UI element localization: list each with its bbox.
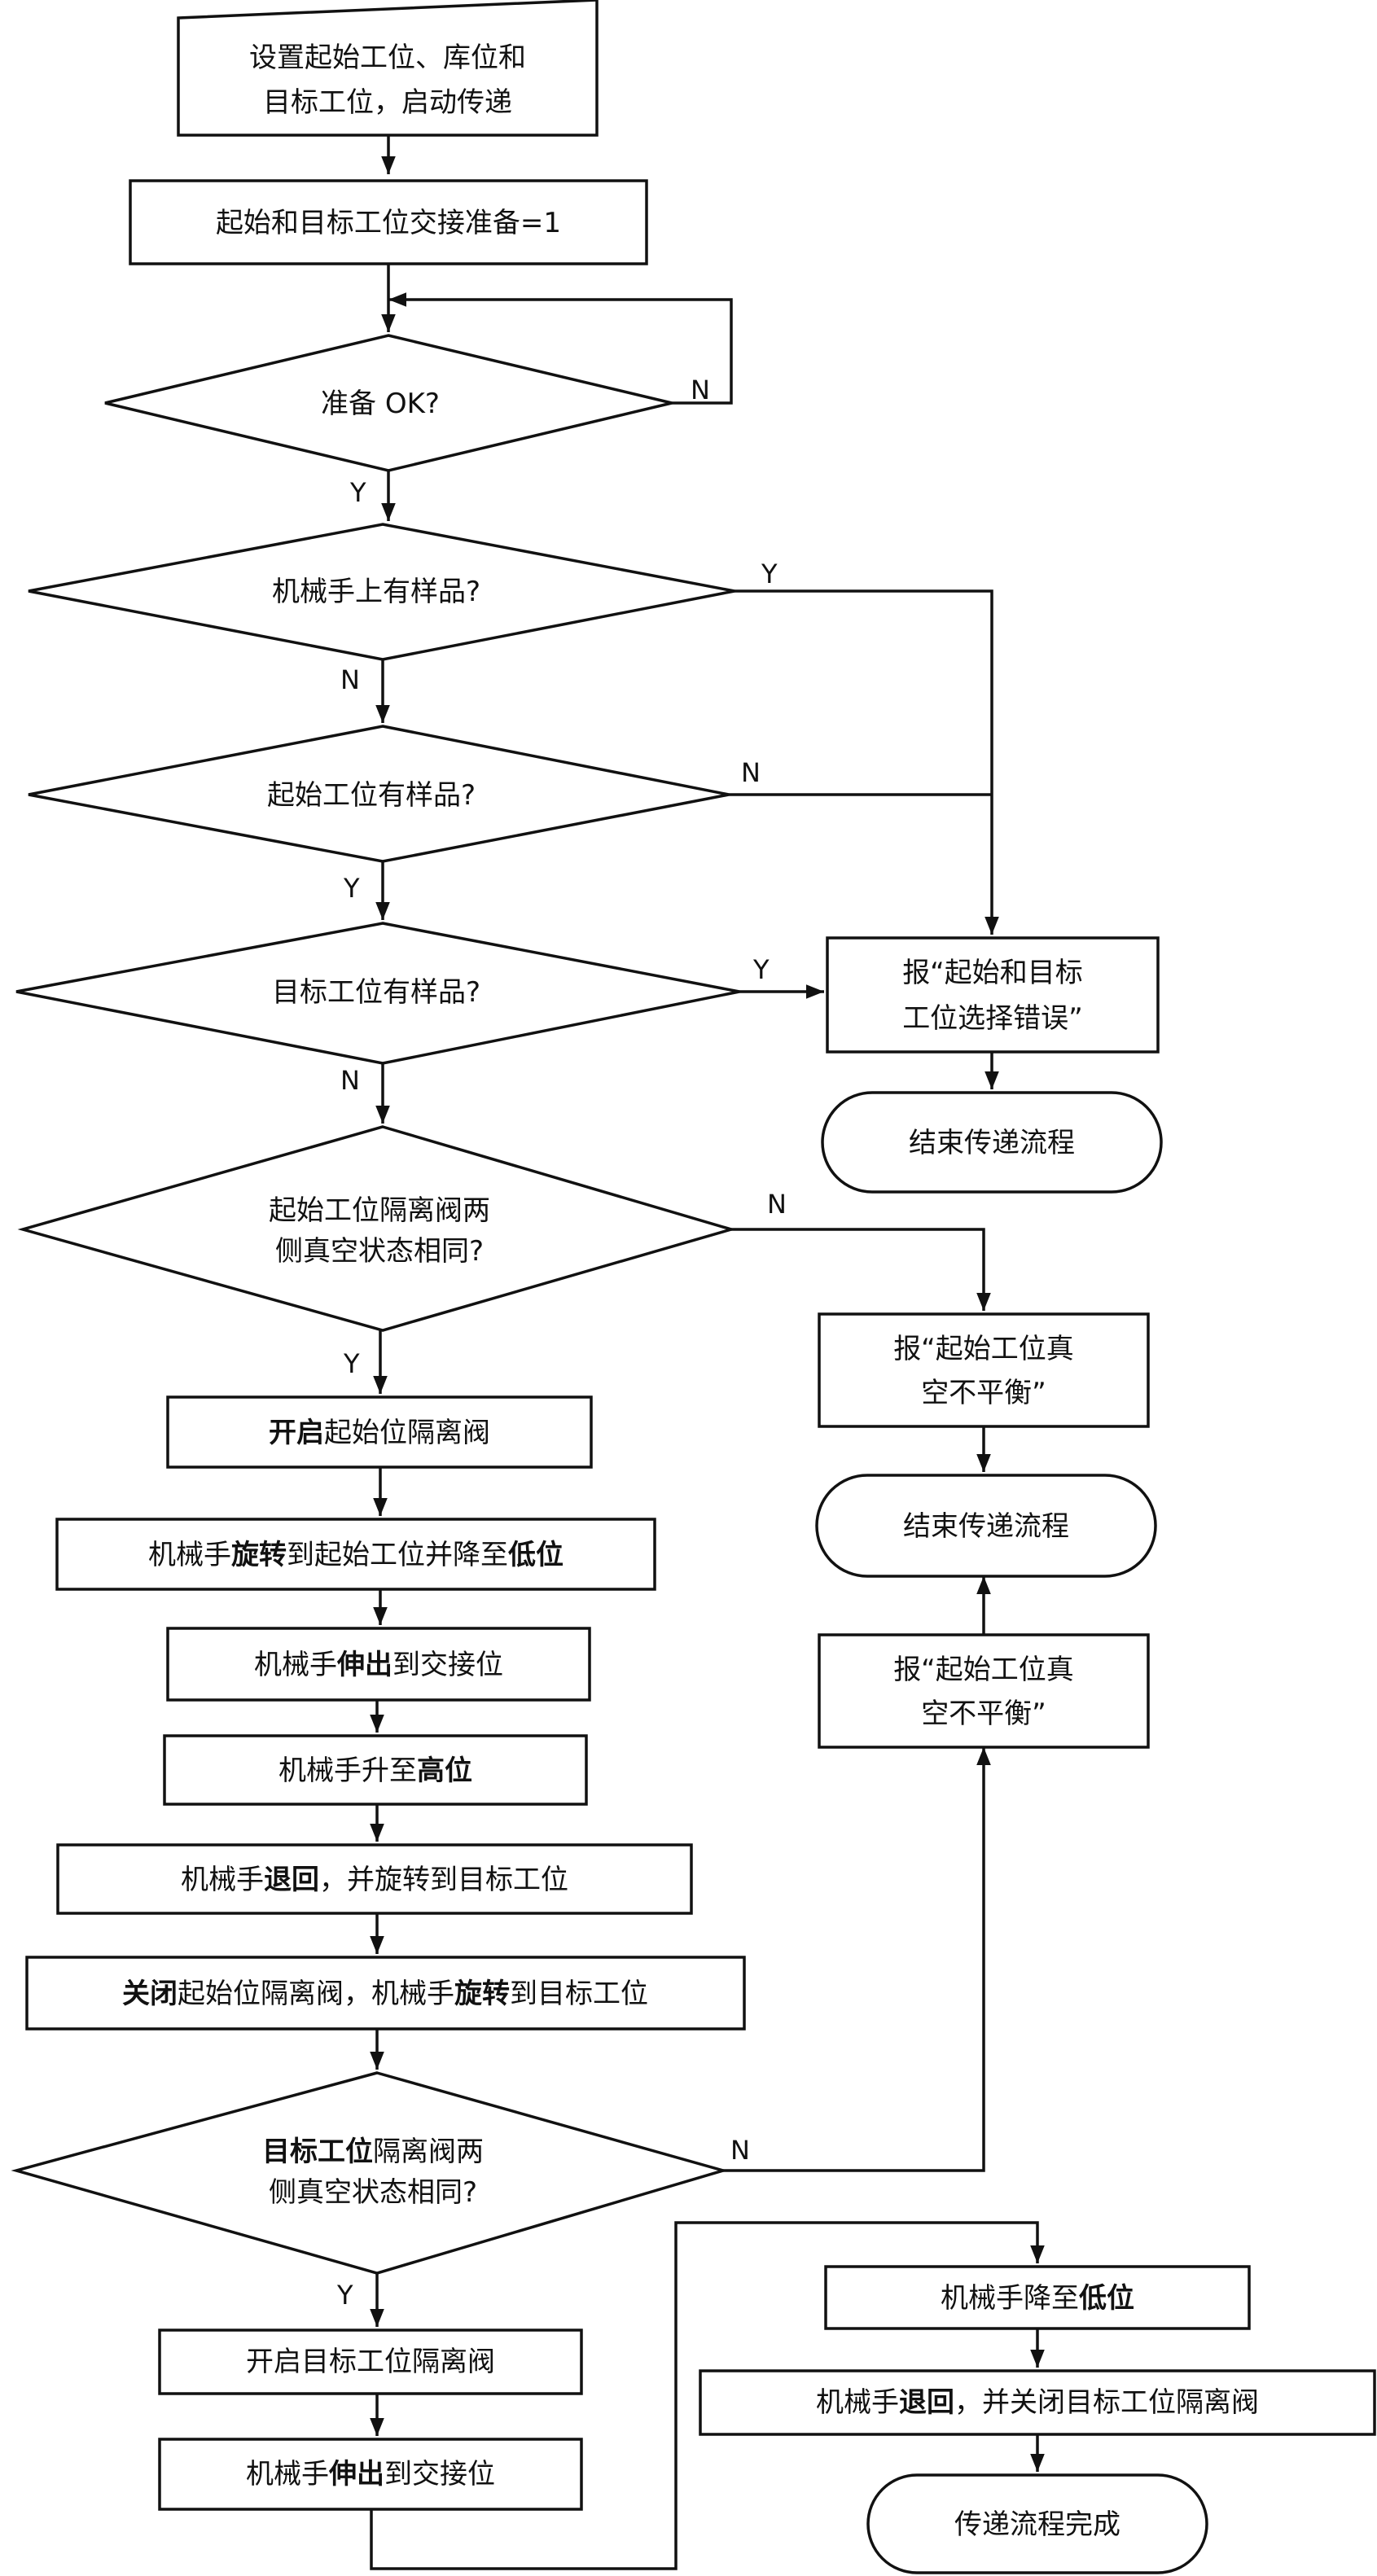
report-select-error-line2: 工位选择错误” [902, 1002, 1083, 1035]
lift-high-text: 机械手升至高位 [278, 1755, 472, 1787]
retract-rotate-box [56, 1843, 693, 1915]
report-vacuum-2-line2: 空不平衡” [921, 1698, 1046, 1730]
extend-2-text: 机械手伸出到交接位 [246, 2458, 495, 2491]
report-select-error-line1: 报“起始和目标 [902, 957, 1083, 989]
connectors [370, 135, 1045, 2570]
extend-1-box [166, 1627, 591, 1702]
prepare-box [129, 179, 648, 265]
shapes [11, 0, 1376, 2574]
open-start-valve-box [166, 1395, 593, 1469]
rotate-to-start-box [55, 1518, 656, 1591]
report-vacuum-1-box [818, 1312, 1150, 1428]
label-target-yes: Y [752, 954, 770, 985]
target-sample-decision [15, 922, 740, 1065]
prepare-text: 起始和目标工位交接准备=1 [216, 207, 561, 239]
start-vacuum-line2: 侧真空状态相同? [275, 1235, 484, 1268]
label-start-vac-no: N [767, 1189, 787, 1220]
label-start-yes: Y [343, 873, 360, 904]
edge-extend-lower [370, 2221, 1045, 2570]
edge-startvac-no [731, 1228, 991, 1311]
end-1-terminal [821, 1091, 1163, 1194]
lower-low-text: 机械手降至低位 [941, 2282, 1134, 2315]
report-select-error-box [826, 936, 1160, 1054]
open-start-valve-text: 开启起始位隔离阀 [269, 1417, 490, 1449]
ready-text: 准备 OK? [321, 388, 440, 420]
report-vacuum-1-line1: 报“起始工位真 [893, 1333, 1074, 1365]
retract-rotate-text: 机械手退回，并旋转到目标工位 [181, 1864, 568, 1896]
setup-text-line2: 目标工位，启动传递 [263, 86, 512, 119]
edge-targetvac-no [723, 1747, 991, 2172]
close-start-valve-text: 关闭起始位隔离阀，机械手旋转到目标工位 [122, 1978, 648, 2010]
label-target-vac-no: N [730, 2135, 750, 2166]
extend-2-box [158, 2438, 583, 2511]
extend-1-text: 机械手伸出到交接位 [254, 1649, 503, 1681]
start-vacuum-line1: 起始工位隔离阀两 [269, 1194, 490, 1227]
retract-close-text: 机械手退回，并关闭目标工位隔离阀 [816, 2386, 1259, 2419]
start-sample-decision [28, 725, 730, 863]
edge-arm-yes [735, 589, 999, 935]
label-start-no: N [741, 757, 761, 788]
lift-high-box [163, 1734, 588, 1806]
report-vacuum-1-line2: 空不平衡” [921, 1377, 1046, 1409]
label-ready-no: N [691, 375, 710, 405]
target-vacuum-decision [11, 2071, 729, 2275]
open-target-valve-text: 开启目标工位隔离阀 [246, 2346, 495, 2378]
label-start-vac-yes: Y [343, 1348, 360, 1379]
label-target-no: N [340, 1065, 360, 1096]
target-vacuum-line1: 目标工位隔离阀两 [262, 2136, 484, 2168]
report-vacuum-2-line1: 报“起始工位真 [893, 1654, 1074, 1686]
label-ready-yes: Y [349, 477, 366, 508]
open-target-valve-box [158, 2328, 583, 2395]
setup-box [177, 0, 599, 137]
start-sample-text: 起始工位有样品? [267, 779, 476, 812]
retract-close-box [699, 2369, 1376, 2436]
arm-sample-decision [28, 523, 735, 661]
target-vacuum-line2: 侧真空状态相同? [269, 2176, 477, 2209]
done-terminal [866, 2473, 1208, 2574]
close-start-valve-box [25, 1956, 746, 2031]
node-text: 设置起始工位、库位和 目标工位，启动传递 起始和目标工位交接准备=1 准备 OK… [122, 42, 1259, 2541]
start-vacuum-decision [17, 1125, 737, 1332]
end-2-text: 结束传递流程 [903, 1510, 1069, 1543]
edge-ready-no-loop [388, 292, 733, 405]
end-1-text: 结束传递流程 [909, 1127, 1075, 1159]
label-arm-no: N [340, 664, 360, 695]
label-target-vac-yes: Y [336, 2280, 353, 2311]
arm-sample-text: 机械手上有样品? [272, 576, 480, 608]
edge-labels: N Y Y N N Y Y N N Y N Y [336, 375, 787, 2311]
setup-text-line1: 设置起始工位、库位和 [249, 42, 526, 74]
ready-decision [104, 334, 673, 472]
rotate-to-start-text: 机械手旋转到起始工位并降至低位 [148, 1539, 564, 1571]
report-vacuum-2-box [818, 1633, 1150, 1749]
target-sample-text: 目标工位有样品? [272, 976, 480, 1009]
done-text: 传递流程完成 [954, 2508, 1120, 2541]
label-arm-yes: Y [761, 559, 778, 589]
lower-low-box [824, 2265, 1251, 2330]
end-2-terminal [815, 1474, 1157, 1578]
